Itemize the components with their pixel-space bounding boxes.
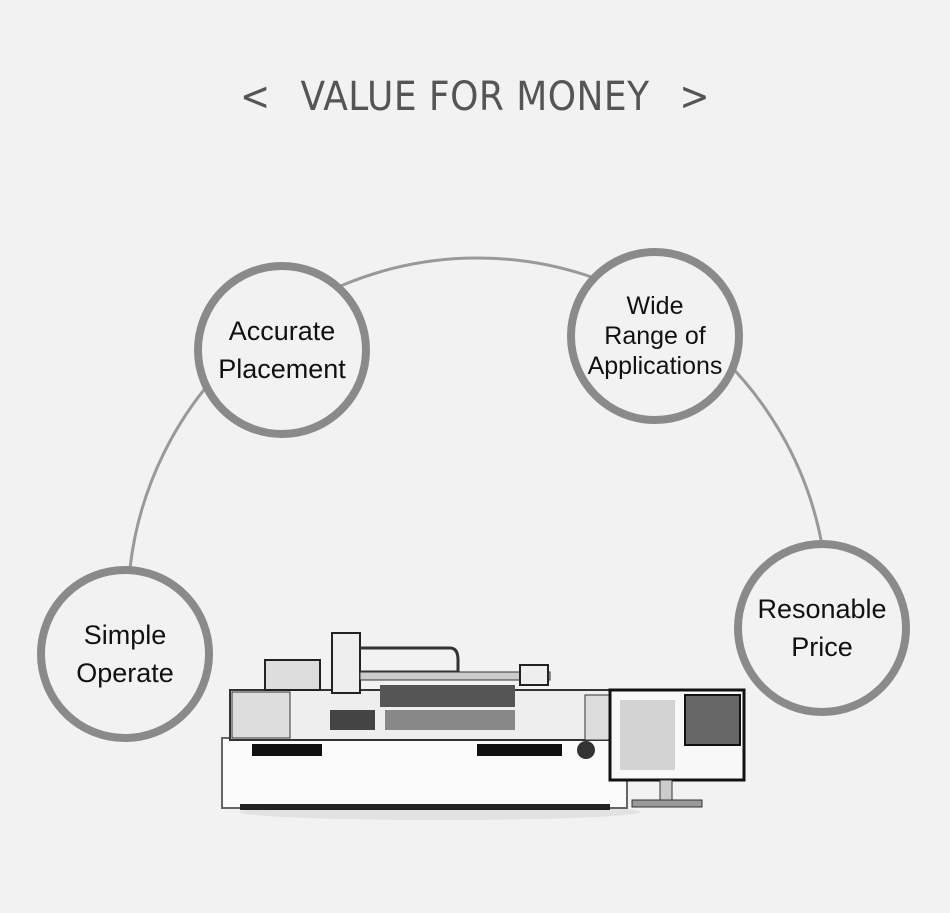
feature-label-line: Wide — [626, 292, 684, 320]
feature-label-line: Accurate — [228, 316, 336, 346]
left-chevron-icon: < — [239, 74, 271, 120]
feature-label-line: Price — [791, 632, 853, 662]
pick-and-place-machine-illustration — [221, 632, 746, 820]
feature-label-line: Applications — [587, 352, 723, 380]
page-title: < VALUE FOR MONEY > — [48, 74, 903, 120]
feature-label-line: Operate — [76, 658, 174, 688]
title-text: VALUE FOR MONEY — [300, 74, 650, 120]
feature-label-line: Resonable — [757, 594, 887, 624]
right-chevron-icon: > — [679, 74, 711, 120]
feature-label-line: Simple — [83, 620, 167, 650]
feature-label-line: Placement — [218, 354, 346, 384]
feature-label-line: Range of — [604, 322, 706, 350]
